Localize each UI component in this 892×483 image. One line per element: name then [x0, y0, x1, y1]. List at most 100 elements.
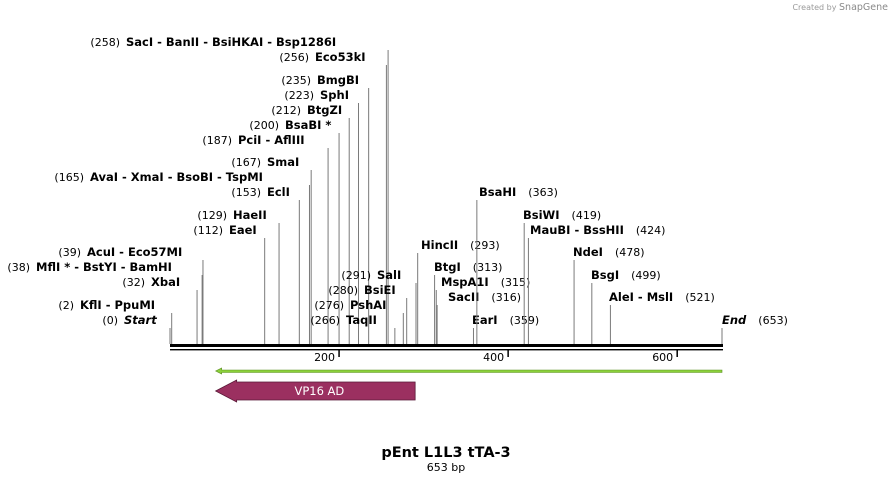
site-name: End: [722, 313, 747, 327]
site-name: BtgZI: [307, 103, 342, 117]
feature-vp16-ad[interactable]: VP16 AD: [214, 379, 416, 403]
site-btgi[interactable]: BtgI (313): [434, 260, 502, 344]
site-position: (419): [572, 209, 602, 222]
site-name: XbaI: [151, 275, 180, 289]
feature-arrow: [214, 379, 416, 403]
site-start[interactable]: Start (0): [102, 313, 171, 344]
site-position: (187): [202, 134, 232, 147]
site-name: SphI: [320, 88, 349, 102]
site-position: (280): [328, 284, 358, 297]
site-ecli[interactable]: EclI(153): [231, 185, 300, 344]
site-eaei[interactable]: EaeI (112): [193, 223, 266, 344]
site-position: (276): [314, 299, 344, 312]
site-end[interactable]: End(653): [721, 313, 788, 344]
site-hincii[interactable]: HincII(293): [417, 238, 500, 344]
site-position: (167): [231, 156, 261, 169]
site-name: Eco53kI: [315, 50, 366, 64]
orf-line[interactable]: [214, 367, 723, 375]
site-name: EaeI: [229, 223, 257, 237]
site-name: AcuI - Eco57MI: [87, 245, 182, 259]
site-position: (32): [122, 276, 145, 289]
site-sali[interactable]: SalI (291): [341, 268, 417, 344]
site-eari[interactable]: EarI(359): [472, 313, 539, 344]
site-maubi[interactable]: MauBI - BssHII(424): [527, 223, 665, 344]
site-avai[interactable]: AvaI - XmaI - BsoBI - TspMI (165): [54, 170, 310, 344]
site-name: BsgI: [591, 268, 619, 282]
backbone: [170, 344, 723, 351]
site-name: BsiWI: [523, 208, 560, 222]
site-name: EarI: [472, 313, 498, 327]
site-name: SalI: [377, 268, 401, 282]
credit-prefix: Created by: [792, 3, 837, 12]
site-ndei[interactable]: NdeI(478): [573, 245, 645, 344]
snapgene-credit: Created by SnapGene: [792, 2, 888, 13]
site-bmgbi[interactable]: BmgBI (235): [281, 73, 370, 344]
site-sphi[interactable]: SphI (223): [284, 88, 360, 344]
credit-brand: SnapGene: [839, 2, 888, 13]
site-name: KflI - PpuMI: [80, 298, 155, 312]
feature-label: VP16 AD: [294, 384, 344, 398]
site-position: (212): [271, 104, 301, 117]
ruler-tick-label: 400: [483, 351, 504, 364]
site-name: PshAI: [350, 298, 386, 312]
site-position: (200): [249, 119, 279, 132]
site-name: MauBI - BssHII: [530, 223, 624, 237]
site-position: (313): [473, 261, 503, 274]
site-saci[interactable]: SacI - BanII - BsiHKAI - Bsp1286I(258): [90, 35, 389, 344]
site-alei[interactable]: AleI - MslI (521): [609, 290, 715, 344]
site-name: MflI * - BstYI - BamHI: [36, 260, 172, 274]
site-xbai[interactable]: XbaI (32): [122, 275, 198, 344]
site-position: (112): [193, 224, 223, 237]
features: VP16 AD: [214, 367, 723, 403]
site-name: BmgBI: [317, 73, 359, 87]
site-bsgi[interactable]: BsgI(499): [591, 268, 661, 344]
site-position: (291): [341, 269, 371, 282]
site-name: Start: [124, 313, 157, 327]
site-name: AvaI - XmaI - BsoBI - TspMI: [90, 170, 263, 184]
site-position: (223): [284, 89, 314, 102]
restriction-sites: Start(0)KflI - PpuMI(2)XbaI(32)MflI * - …: [7, 35, 788, 344]
site-position: (0): [102, 314, 118, 327]
site-smai[interactable]: SmaI(167): [231, 155, 312, 344]
site-position: (521): [685, 291, 715, 304]
site-position: (258): [90, 36, 120, 49]
site-position: (478): [615, 246, 645, 259]
site-name: PciI - AflIII: [238, 133, 305, 147]
orf-line-shape: [214, 367, 723, 375]
site-name: AleI - MslI: [609, 290, 673, 304]
site-eco53ki[interactable]: Eco53kI (256): [279, 50, 387, 344]
site-kfli[interactable]: KflI - PpuMI(2): [58, 298, 173, 344]
site-position: (235): [281, 74, 311, 87]
site-name: HincII: [421, 238, 458, 252]
site-position: (363): [528, 186, 558, 199]
site-sacii[interactable]: SacII(316): [436, 290, 521, 344]
site-position: (315): [501, 276, 531, 289]
site-pshai[interactable]: PshAI (276): [314, 298, 404, 344]
site-name: MspA1I: [441, 275, 489, 289]
site-mspa1i[interactable]: MspA1I (315): [435, 275, 531, 344]
site-bsahi[interactable]: BsaHI (363): [476, 185, 558, 344]
site-bsiwi[interactable]: BsiWI (419): [523, 208, 601, 344]
site-position: (266): [310, 314, 340, 327]
site-position: (153): [231, 186, 261, 199]
site-btgzi[interactable]: BtgZI (212): [271, 103, 350, 344]
site-name: BsiEI: [364, 283, 396, 297]
ruler-tick-label: 200: [314, 351, 335, 364]
site-name: BtgI: [434, 260, 461, 274]
site-position: (316): [491, 291, 521, 304]
ruler-tick-label: 600: [652, 351, 673, 364]
site-position: (165): [54, 171, 84, 184]
site-pcii[interactable]: PciI - AflIII (187): [202, 133, 329, 344]
site-haeii[interactable]: HaeII(129): [197, 208, 280, 344]
site-position: (38): [7, 261, 30, 274]
ruler: 200 400 600: [314, 350, 678, 364]
site-name: BsaBI *: [285, 118, 331, 132]
site-position: (256): [279, 51, 309, 64]
site-acui[interactable]: AcuI - Eco57MI(39): [58, 245, 204, 344]
site-bsiei[interactable]: BsiEI (280): [328, 283, 408, 344]
site-bsabi[interactable]: BsaBI * (200): [249, 118, 340, 344]
site-name: BsaHI: [479, 185, 516, 199]
site-taqii[interactable]: TaqII(266): [310, 313, 396, 344]
site-mfli[interactable]: MflI * - BstYI - BamHI (38): [7, 260, 203, 344]
